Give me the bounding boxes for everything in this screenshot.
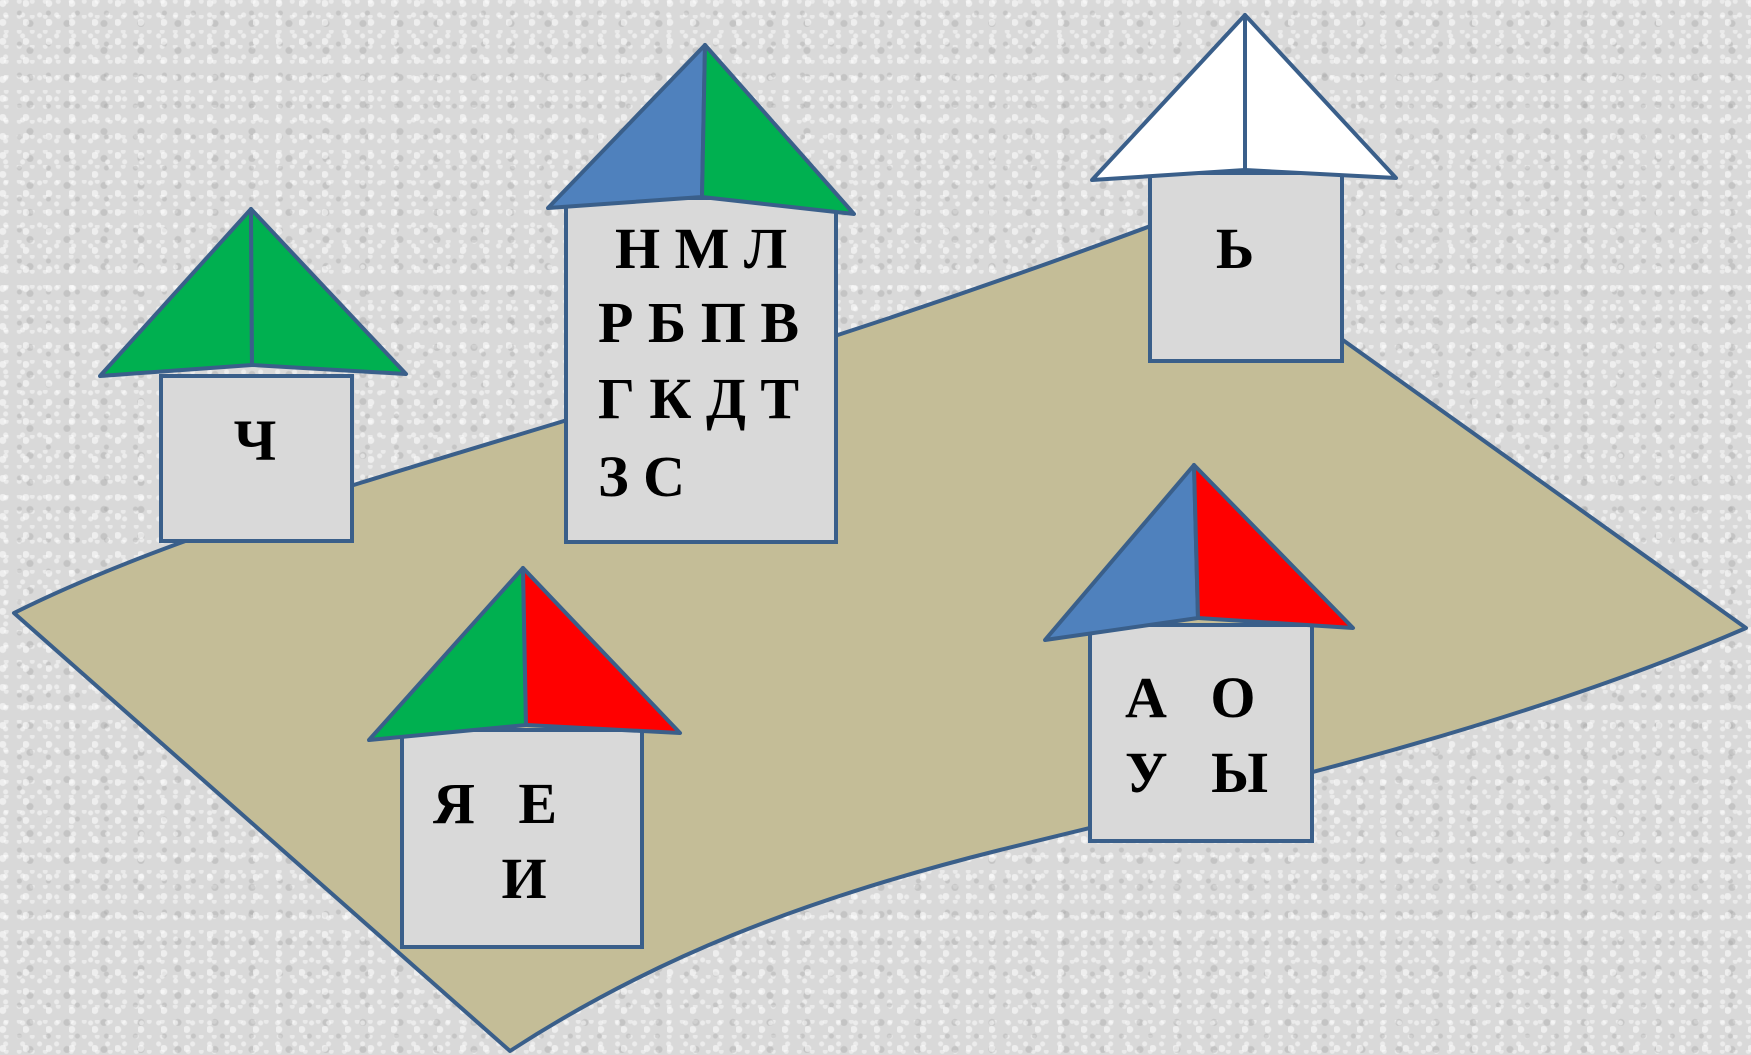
house-consonants-roof-left [546, 43, 707, 210]
house-soft-vowels: Я Е И [367, 566, 682, 949]
house-consonants: Н М Л Р Б П В Г К Д Т З С [546, 43, 856, 544]
house-consonants-letters-line-2: Р Б П В [598, 290, 799, 355]
house-ch-roof-left [98, 207, 254, 378]
house-soft-vowels-letters-line-2: И [501, 846, 546, 911]
house-consonants-roof-right [700, 43, 856, 216]
house-ch-roof-right [249, 207, 408, 376]
house-soft-vowels-letters-line-1: Я Е [433, 771, 557, 836]
house-consonants-letters-line-3: Г К Д Т [598, 366, 799, 431]
house-consonants-letters-line-1: Н М Л [615, 216, 787, 281]
house-soft-sign-letters-line-1: Ь [1216, 216, 1254, 281]
house-soft-vowels-wall [400, 728, 644, 949]
house-consonants-wall [564, 196, 838, 544]
house-hard-vowels-roof-right [1192, 463, 1355, 630]
house-soft-sign: Ь [1090, 13, 1398, 363]
house-hard-vowels-wall [1088, 623, 1314, 843]
house-soft-vowels-roof-right [521, 566, 682, 735]
house-ch-wall [159, 374, 354, 543]
house-hard-vowels-letters-line-1: А О [1125, 665, 1256, 730]
house-ch: Ч [98, 207, 408, 543]
house-soft-sign-roof-left [1090, 13, 1247, 182]
house-hard-vowels: А О У Ы [1043, 463, 1355, 843]
house-soft-sign-wall [1148, 171, 1344, 363]
house-soft-sign-roof-right [1243, 13, 1398, 180]
house-hard-vowels-letters-line-2: У Ы [1125, 740, 1268, 805]
house-ch-letters-line-1: Ч [234, 408, 277, 473]
house-consonants-letters-line-4: З С [598, 444, 685, 509]
